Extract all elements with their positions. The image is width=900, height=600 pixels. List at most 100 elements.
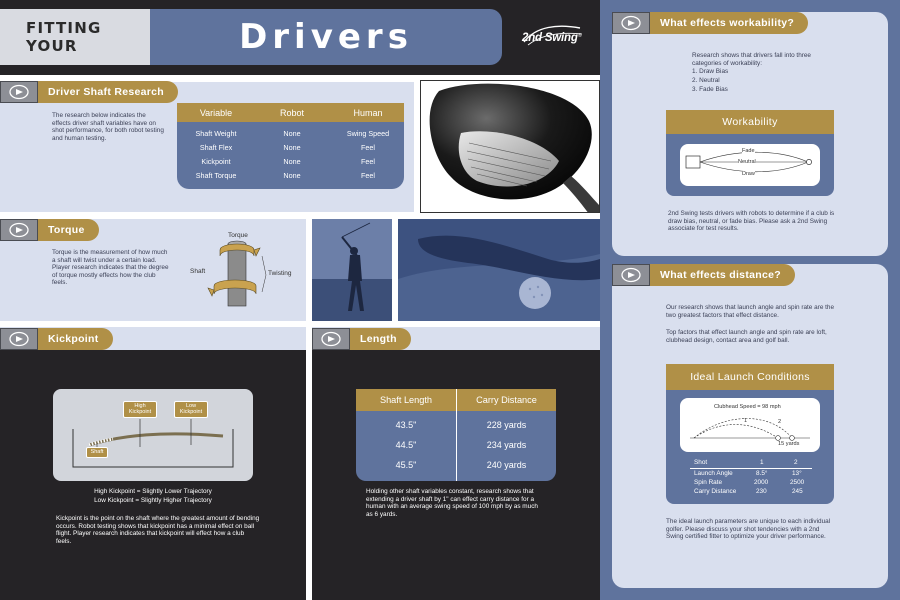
draw-label: Draw [742,171,755,177]
launch-conditions-box: Ideal Launch Conditions Clubhead Speed =… [666,364,834,504]
launch-trajectory-diagram [690,418,810,441]
play-icon [0,328,38,350]
table-cell: None [283,171,301,180]
launch-col-shot: Shot [694,459,708,466]
workability-list-item: 3. Fade Bias [692,86,728,93]
table-cell: None [283,129,301,138]
length-table: Shaft Length Carry Distance 43.5" 228 ya… [356,389,556,481]
table-cell: Feel [361,143,375,152]
table-cell: 43.5" [395,420,417,430]
driver-head-image [429,83,599,212]
torque-label-top: Torque [228,232,248,239]
torque-cylinder-diagram [207,240,267,307]
brand-logo: 2nd Swing ® [518,22,588,50]
table-cell: Swing Speed [346,129,390,138]
distance-text-2: Top factors that effect launch angle and… [666,329,827,344]
table-cell: 240 yards [486,460,527,470]
launch-conditions-head: Ideal Launch Conditions [666,364,834,390]
distance-header: What effects distance? [612,264,795,286]
fade-label: Fade [742,148,755,154]
clubhead-speed-label: Clubhead Speed = 98 mph [714,404,781,410]
neutral-label: Neutral [738,159,756,165]
kickpoint-shaft-diagram [72,419,234,468]
table-cell: 2000 [754,479,769,486]
table-cell: None [283,143,301,152]
launch-conditions-title: Ideal Launch Conditions [690,371,810,383]
kickpoint-text: Kickpoint is the point on the shaft wher… [56,515,260,545]
table-cell: 44.5" [395,440,417,450]
launch-col-2: 2 [794,459,798,466]
table-cell: 230 [756,488,767,495]
header-title-box: Drivers [150,9,502,65]
workability-list-item: 1. Draw Bias [692,68,729,75]
low-kickpoint-label: Low Kickpoint [174,401,208,418]
table-cell: 228 yards [486,420,527,430]
shaft-research-header: Driver Shaft Research [0,81,179,103]
workability-intro: Research shows that drivers fall into th… [692,52,811,67]
table-cell: None [283,157,301,166]
length-table-divider [456,389,457,481]
torque-label-shaft: Shaft [190,268,206,275]
golf-ball-image [398,219,600,321]
table-cell: Shaft Torque [195,171,237,180]
play-icon [612,264,650,286]
table-cell: Kickpoint [201,157,231,166]
launch-col-1: 1 [760,459,764,466]
table-cell: Feel [361,157,375,166]
shaft-research-text: The research below indicates the effects… [52,112,164,142]
shaft-research-table-head [177,103,404,122]
kickpoint-caption-low: Low Kickpoint = Slightly Higher Trajecto… [94,497,212,504]
torque-header: Torque [0,219,99,241]
brand-logo-text: 2nd Swing [522,32,578,44]
high-label-line1: High [134,403,146,409]
kickpoint-title: Kickpoint [38,328,113,350]
torque-label-twisting: Twisting [268,270,292,277]
length-text: Holding other shaft variables constant, … [366,488,538,518]
golfer-swing-image [312,219,392,321]
col-header-carry-distance: Carry Distance [476,395,537,405]
shaft-research-table: Variable Robot Human Shaft Weight None S… [177,103,404,189]
play-icon [0,81,38,103]
table-cell: Feel [361,171,375,180]
distance-text-3: The ideal launch parameters are unique t… [666,518,831,541]
driver-head-photo [420,80,600,213]
workability-box-head: Workability [666,110,834,134]
launch-table-header-rule [690,468,812,469]
page-title: Drivers [239,17,413,57]
header-fitting-box: FITTING YOUR [0,9,150,65]
table-cell: 45.5" [395,460,417,470]
golf-ball-photo [398,219,600,321]
kickpoint-diagram: High Kickpoint Low Kickpoint Shaft [53,389,253,481]
play-icon [312,328,350,350]
table-cell: 13° [792,470,802,477]
launch-diagram: Clubhead Speed = 98 mph 1 2 15 yards [680,398,820,452]
golfer-swing-photo [312,219,392,321]
length-header: Length [312,328,411,350]
distance-text-1: Our research shows that launch angle and… [666,304,835,319]
trajectory-marker-1: 1 [744,418,748,424]
workability-header: What effects workability? [612,12,809,34]
shaft-label: Shaft [86,447,108,458]
table-cell: 234 yards [486,440,527,450]
col-header-shaft-length: Shaft Length [379,395,433,405]
col-header-variable: Variable [199,108,233,118]
table-cell: 245 [792,488,803,495]
low-label-line1: Low [185,403,197,409]
table-cell: Carry Distance [694,488,737,495]
kickpoint-header: Kickpoint [0,328,113,350]
yards-gap-label: 15 yards [778,441,800,447]
header-fitting-text: FITTING YOUR [26,19,102,55]
workability-list-item: 2. Neutral [692,77,720,84]
torque-title: Torque [38,219,99,241]
play-icon [612,12,650,34]
distance-title: What effects distance? [650,264,795,286]
workability-box: Workability Fade Neutral Draw [666,110,834,196]
torque-diagram: Torque Shaft Twisting [188,230,298,312]
table-cell: Shaft Weight [195,129,237,138]
low-label-line2: Kickpoint [179,409,203,416]
trajectory-marker-2: 2 [778,419,782,425]
table-cell: 8.5° [756,470,768,477]
play-icon [0,219,38,241]
table-cell: Spin Rate [694,479,723,486]
high-kickpoint-label: High Kickpoint [123,401,157,418]
